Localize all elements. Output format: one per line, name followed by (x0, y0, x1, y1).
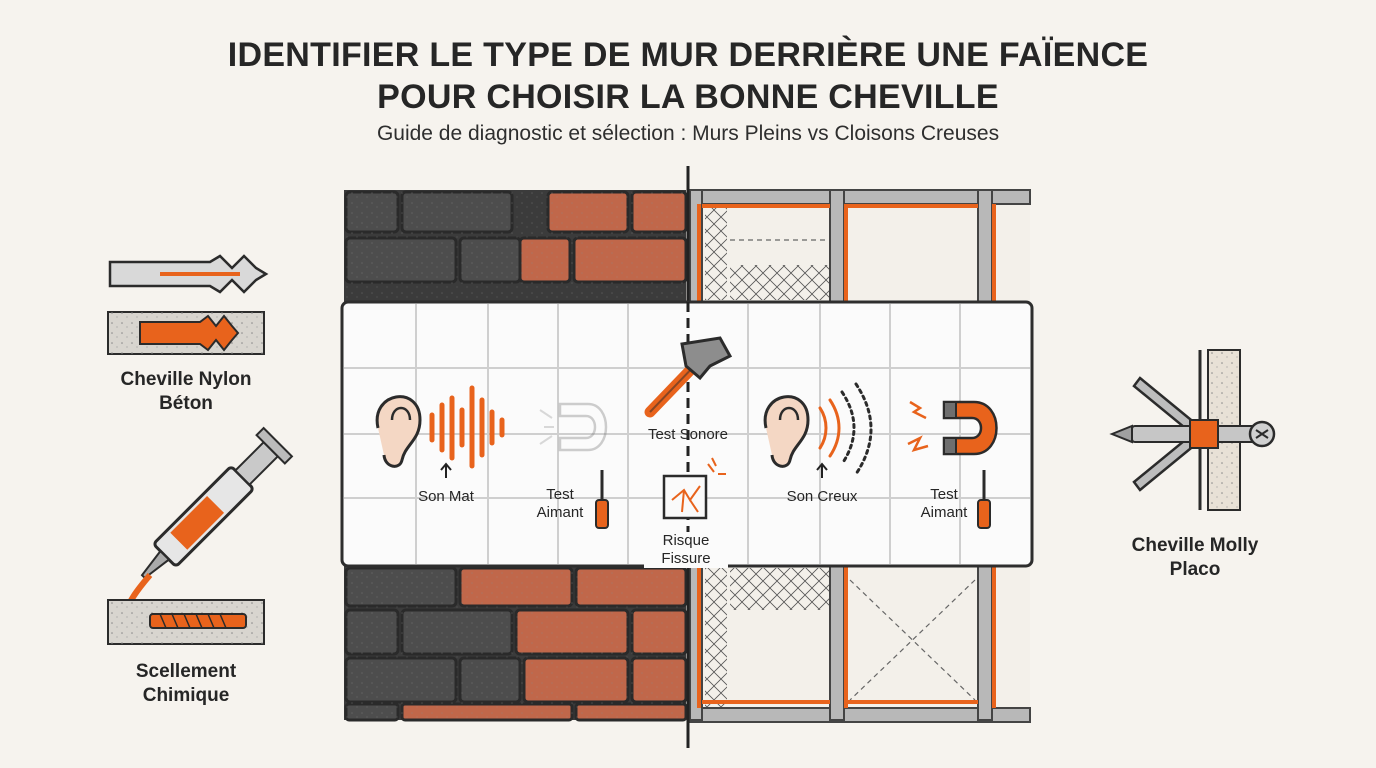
title-line-2: POUR CHOISIR LA BONNE CHEVILLE (377, 78, 999, 116)
hammer-icon (644, 336, 733, 418)
label-test-aimant-left: Test Aimant (536, 486, 584, 521)
magnet-icon-inactive (539, 402, 608, 452)
label-son-mat: Son Mat (418, 488, 474, 505)
chemical-syringe-icon (107, 426, 294, 645)
label-test-sonore: Test Sonore (647, 426, 729, 443)
nylon-anchor-icon (107, 254, 269, 355)
magnet-icon-active (907, 400, 998, 456)
arrow-up-icon (440, 462, 452, 478)
screwdriver-icon-right (977, 470, 991, 529)
crack-tile-icon (662, 457, 726, 520)
sound-wave-icon-sparse (818, 382, 873, 476)
label-son-creux: Son Creux (786, 488, 858, 505)
ear-icon-hollow (763, 395, 810, 468)
screwdriver-icon-left (595, 470, 609, 529)
tile-panel (340, 300, 1034, 568)
molly-anchor-icon (1109, 349, 1276, 511)
label-risque-fissure: Risque Fissure (644, 532, 728, 568)
sound-wave-icon-dense (429, 385, 505, 469)
page-title: IDENTIFIER LE TYPE DE MUR DERRIÈRE UNE F… (0, 34, 1376, 118)
label-test-aimant-right: Test Aimant (920, 486, 968, 521)
title-line-1: IDENTIFIER LE TYPE DE MUR DERRIÈRE UNE F… (227, 36, 1149, 74)
label-molly-anchor: Cheville Molly Placo (1131, 535, 1259, 580)
ear-icon-solid (375, 395, 422, 468)
label-chemical-anchor: Scellement Chimique (135, 661, 237, 706)
page-subtitle: Guide de diagnostic et sélection : Murs … (376, 122, 1000, 145)
label-nylon-anchor: Cheville Nylon Béton (120, 369, 252, 414)
arrow-up-icon (816, 462, 828, 478)
